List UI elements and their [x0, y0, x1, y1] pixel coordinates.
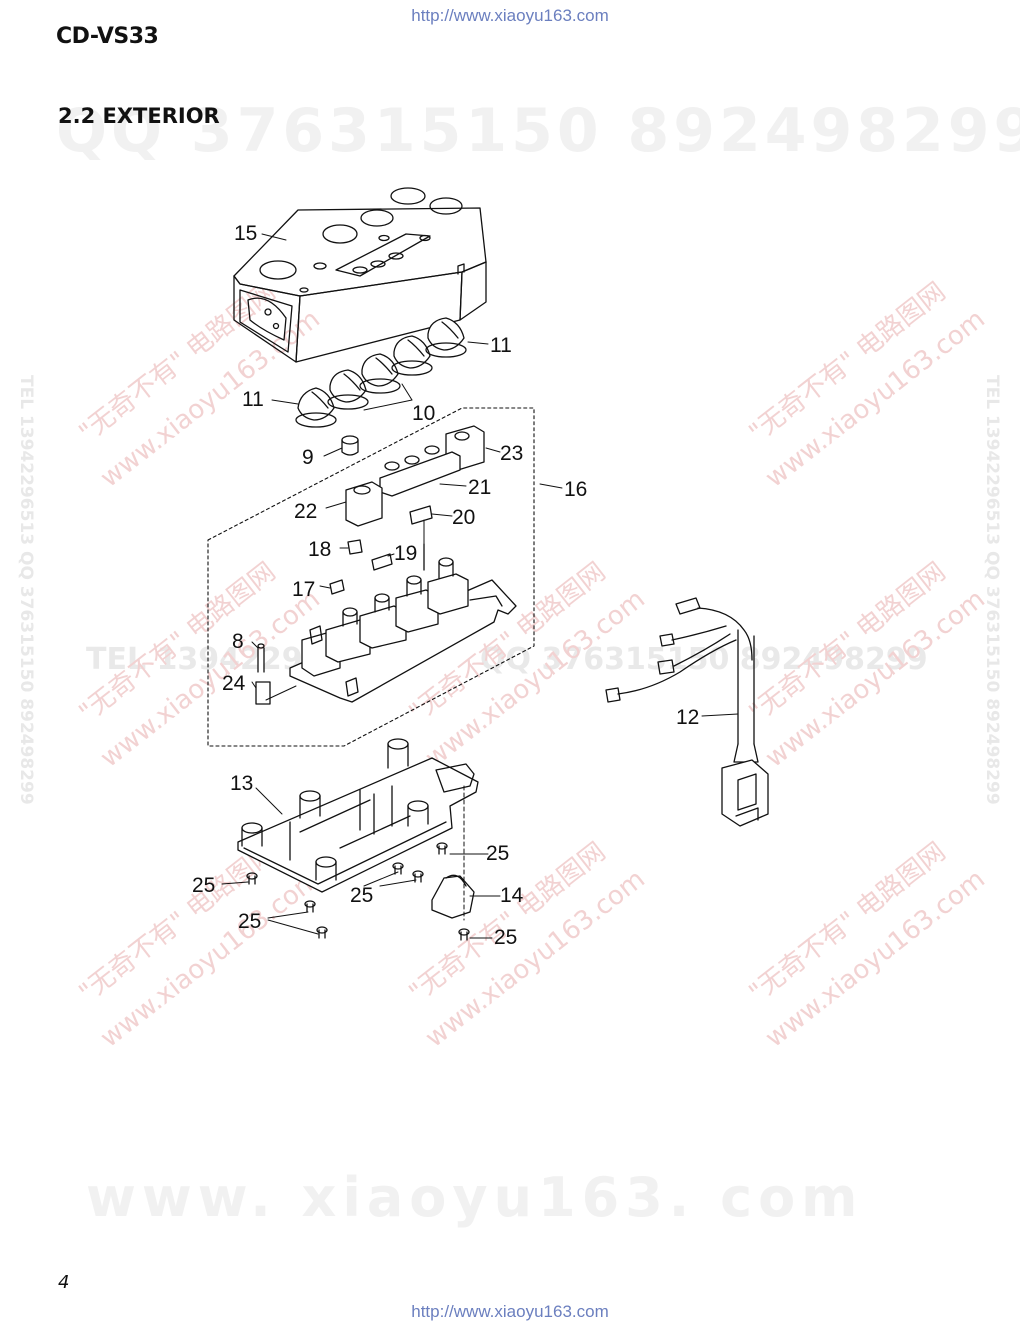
label-part-11: 11 — [490, 334, 512, 357]
part-12-wire-harness — [605, 597, 769, 827]
parts-25-screws — [246, 842, 470, 941]
watermark-qq: QQ 376315150 892498299 — [56, 96, 1020, 166]
source-url-link[interactable]: http://www.xiaoyu163.com — [411, 6, 609, 25]
label-part-25: 25 — [494, 926, 517, 949]
label-part-17: 17 — [292, 578, 315, 601]
page-number: 4 — [58, 1272, 70, 1293]
watermark-qq-middle: QQ 376315150 892498299 — [480, 642, 928, 677]
parts-8-24-spacers — [255, 643, 271, 705]
label-part-14: 14 — [500, 884, 524, 907]
label-part-8: 8 — [232, 630, 244, 653]
parts-10-11-knobs — [295, 317, 467, 428]
label-part-11: 11 — [242, 388, 264, 411]
part-15-top-cover — [233, 187, 487, 363]
part-labels: 15 11 11 10 9 23 21 16 22 20 18 19 17 8 … — [192, 222, 699, 949]
parts-17-20-connectors — [329, 505, 433, 595]
label-part-12: 12 — [676, 706, 699, 729]
label-part-25: 25 — [486, 842, 509, 865]
source-url-link-bottom[interactable]: http://www.xiaoyu163.com — [411, 1302, 609, 1321]
model-name: CD-VS33 — [56, 24, 159, 49]
part-14-clamp — [431, 874, 475, 919]
part-9-knob — [341, 435, 359, 456]
label-part-20: 20 — [452, 506, 475, 529]
label-part-16: 16 — [564, 478, 587, 501]
label-part-19: 19 — [394, 542, 417, 565]
label-part-9: 9 — [302, 446, 314, 469]
label-part-10: 10 — [412, 402, 435, 425]
part-16-assembly-outline — [207, 407, 535, 747]
label-part-24: 24 — [222, 672, 246, 695]
label-part-13: 13 — [230, 772, 253, 795]
label-part-15: 15 — [234, 222, 257, 245]
part-13-bottom-chassis — [237, 738, 479, 893]
section-title: 2.2 EXTERIOR — [58, 104, 220, 128]
watermark-website: www. xiaoyu163. com — [86, 1166, 864, 1229]
label-part-25: 25 — [238, 910, 261, 933]
leader-lines — [221, 233, 739, 939]
parts-21-22-23-switches — [345, 425, 485, 527]
label-part-22: 22 — [294, 500, 317, 523]
label-part-25: 25 — [192, 874, 215, 897]
label-part-25: 25 — [350, 884, 373, 907]
label-part-18: 18 — [308, 538, 331, 561]
label-part-21: 21 — [468, 476, 491, 499]
part-16-pcb-board — [289, 543, 517, 703]
label-part-23: 23 — [500, 442, 523, 465]
